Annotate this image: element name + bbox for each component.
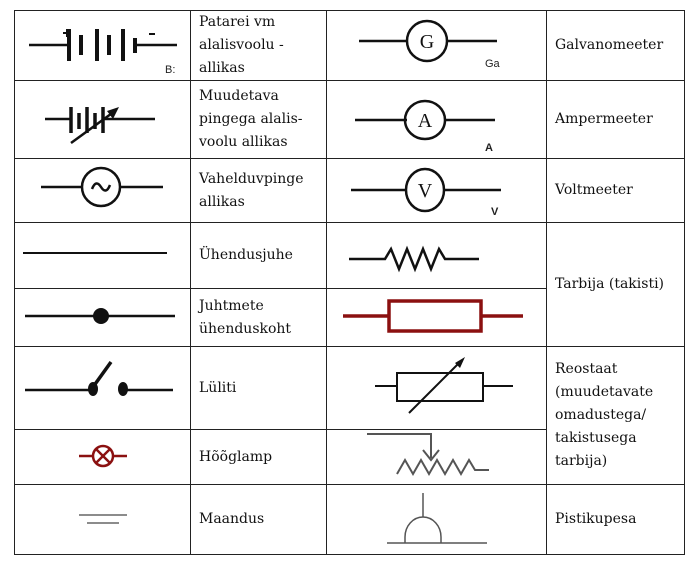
svg-text:G: G (420, 31, 434, 53)
table-row: Juhtmete ühenduskoht (14, 288, 685, 347)
symbol-label: Muudetava pingega alalis-voolu allikas (190, 80, 327, 159)
symbol-label: Ampermeeter (546, 80, 685, 159)
table-row: Vahelduvpinge allikas V V Voltmeeter (14, 158, 685, 223)
svg-text:V: V (491, 206, 499, 218)
rheostat-zigzag-icon (326, 429, 547, 485)
symbol-label: Voltmeeter (546, 158, 685, 223)
svg-text:A: A (485, 142, 493, 154)
symbol-label: Maandus (190, 484, 327, 555)
symbol-label: Juhtmete ühenduskoht (190, 288, 327, 347)
symbol-label: Patarei vm alalisvoolu - allikas (190, 10, 327, 81)
table-row: Hõõglamp (14, 429, 685, 485)
svg-text:V: V (418, 180, 433, 202)
battery-icon: B: (14, 10, 191, 81)
ammeter-icon: A A (326, 80, 547, 159)
symbol-label: Galvanomeeter (546, 10, 685, 81)
table-row: B: Patarei vm alalisvoolu - allikas G Ga… (14, 10, 685, 81)
symbol-label: Tarbija (takisti) (546, 222, 685, 347)
resistor-zigzag-icon (326, 222, 547, 289)
circuit-symbols-table: B: Patarei vm alalisvoolu - allikas G Ga… (14, 10, 685, 555)
symbol-label: Lüliti (190, 346, 327, 430)
switch-icon (14, 346, 191, 430)
galvanometer-icon: G Ga (326, 10, 547, 81)
ac-source-icon (14, 158, 191, 223)
junction-icon (14, 288, 191, 347)
table-row: Ühendusjuhe Tarbija (takisti) (14, 222, 685, 347)
resistor-box-icon (326, 288, 547, 347)
symbol-label: Ühendusjuhe (190, 222, 327, 289)
symbol-label: Hõõglamp (190, 429, 327, 485)
rheostat-box-icon (326, 346, 547, 430)
table-row: Muudetava pingega alalis-voolu allikas A… (14, 80, 685, 159)
ground-icon (14, 484, 191, 555)
socket-icon (326, 484, 547, 555)
svg-text:B:: B: (165, 64, 175, 76)
voltmeter-icon: V V (326, 158, 547, 223)
svg-text:Ga: Ga (485, 58, 501, 70)
svg-text:A: A (418, 110, 433, 132)
symbol-label: Reostaat (muudetavate omadustega/ takist… (546, 346, 685, 485)
wire-icon (14, 222, 191, 289)
variable-battery-icon (14, 80, 191, 159)
table-row: Lüliti Reostaat (muudetavate omadustega/… (14, 346, 685, 485)
table-row: Maandus Pistikupesa (14, 484, 685, 555)
lamp-icon (14, 429, 191, 485)
symbol-label: Pistikupesa (546, 484, 685, 555)
symbol-label: Vahelduvpinge allikas (190, 158, 327, 223)
